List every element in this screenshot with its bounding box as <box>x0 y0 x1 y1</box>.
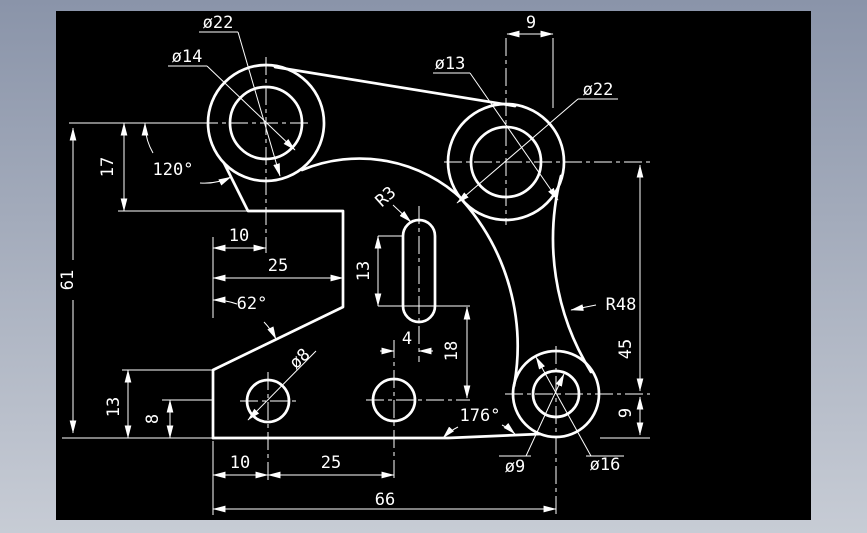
dim-label-linear-13-11: 13 <box>354 261 374 281</box>
dim-label-linear-9-2: 9 <box>526 13 536 33</box>
leader-d22-tl <box>237 31 281 177</box>
leader-d8 <box>247 350 317 421</box>
dim-label-angular-120-5: 120° <box>153 160 194 180</box>
leader-d13 <box>469 72 559 201</box>
angle-62-arc1 <box>212 296 238 305</box>
leader-d9 <box>525 373 565 457</box>
dim-label-linear-8-19: 8 <box>143 414 163 424</box>
dim-label-linear-4-13: 4 <box>402 329 412 349</box>
dim-label-diameter-9-24: ø9 <box>505 457 525 477</box>
dim-label-linear-9-21: 9 <box>616 408 636 418</box>
angle-62-arc2 <box>263 321 277 340</box>
dim-label-linear-45-16: 45 <box>616 339 636 359</box>
dimension-labels: ø22ø149ø13ø22120°17102561R31362°418R4845… <box>58 13 636 510</box>
dim-label-linear-25-23: 25 <box>321 453 341 473</box>
dim-label-diameter-13-3: ø13 <box>435 54 466 74</box>
dim-label-linear-25-8: 25 <box>268 256 288 276</box>
leader-r3 <box>392 204 412 223</box>
dim-label-linear-18-14: 18 <box>442 341 462 361</box>
dim-label-diameter-22-0: ø22 <box>203 13 234 33</box>
dim-label-linear-10-22: 10 <box>230 453 250 473</box>
dim-label-angular-176-20: 176° <box>460 406 501 426</box>
angle-120-arc1 <box>141 122 154 154</box>
angle-176-arc1 <box>442 426 459 439</box>
leader-d16 <box>535 356 592 457</box>
edge-top-tangent <box>273 65 517 108</box>
edge-r48 <box>551 174 593 374</box>
edge-between-bosses <box>300 157 465 202</box>
dim-label-diameter-22-4: ø22 <box>583 80 614 100</box>
edge-left-profile <box>211 161 345 440</box>
leader-r48 <box>570 304 597 311</box>
dim-label-diameter-14-1: ø14 <box>172 47 203 67</box>
centerlines <box>200 38 650 516</box>
edge-right-strap-left <box>461 199 519 388</box>
dim-label-linear-13-18: 13 <box>104 397 124 417</box>
leader-d22-tr <box>456 98 579 204</box>
dim-label-angular-62-12: 62° <box>237 294 268 314</box>
dim-label-linear-61-9: 61 <box>58 270 78 290</box>
dim-label-linear-10-7: 10 <box>229 226 249 246</box>
dim-label-linear-66-26: 66 <box>375 490 395 510</box>
drawing-area[interactable] <box>56 11 811 520</box>
angle-176-arc2 <box>501 422 516 435</box>
dim-label-diameter-16-25: ø16 <box>590 455 621 475</box>
dimensions <box>62 30 650 515</box>
angle-120-arc2 <box>199 176 232 186</box>
dim-label-radius-R48-15: R48 <box>606 295 637 315</box>
leader-d14 <box>206 65 296 151</box>
dim-label-linear-17-6: 17 <box>98 157 118 177</box>
